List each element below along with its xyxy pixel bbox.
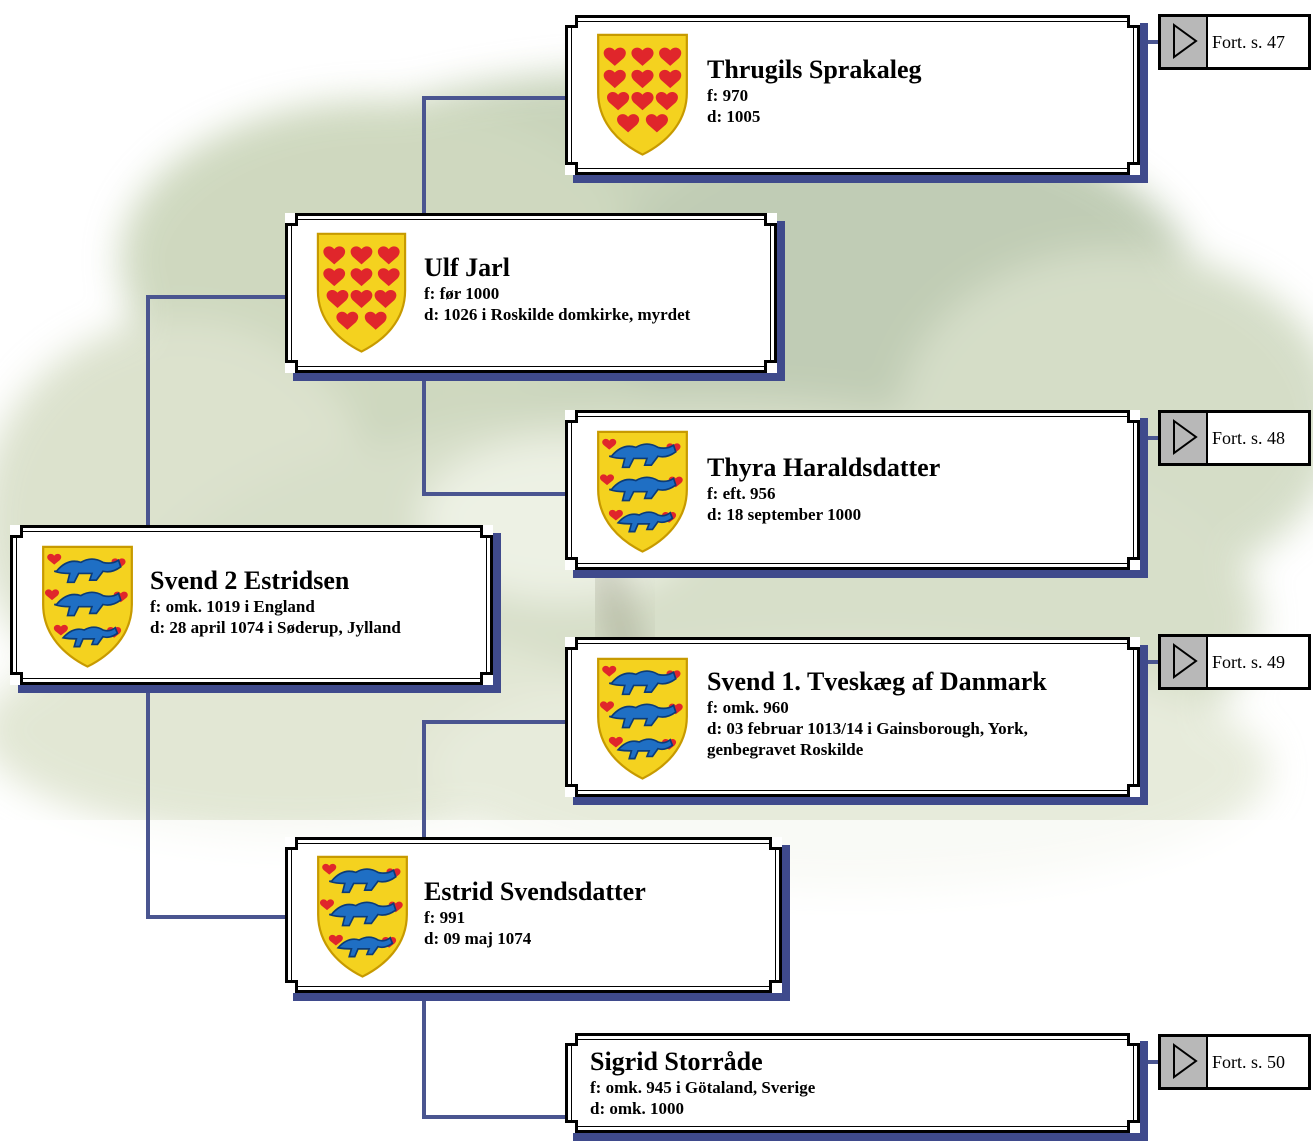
death-info: d: 03 februar 1013/14 i Gainsborough, Yo… <box>707 719 1028 738</box>
person-card-ulf-jarl: Ulf Jarl f: før 1000 d: 1026 i Roskilde … <box>285 213 785 381</box>
coat-of-arms-hearts-icon <box>307 224 416 357</box>
person-name: Ulf Jarl <box>424 253 510 282</box>
coat-of-arms-lions-icon <box>587 423 698 556</box>
card-frame <box>565 1033 1140 1133</box>
birth-info: f: 970 <box>707 86 749 105</box>
birth-info: f: eft. 956 <box>707 484 776 503</box>
continue-label: Fort. s. 49 <box>1212 652 1286 672</box>
continue-page-47-button[interactable]: Fort. s. 47 <box>1158 14 1311 70</box>
person-name: Svend 2 Estridsen <box>150 566 350 595</box>
death-info: d: 1005 <box>707 107 761 126</box>
death-info: d: 18 september 1000 <box>707 505 862 524</box>
person-name: Sigrid Storråde <box>590 1047 763 1076</box>
play-triangle-icon <box>1173 419 1198 455</box>
person-name: Svend 1. Tveskæg af Danmark <box>707 667 1047 696</box>
coat-of-arms-lions-icon <box>587 650 698 783</box>
continue-page-49-button[interactable]: Fort. s. 49 <box>1158 634 1311 690</box>
birth-info: f: omk. 945 i Götaland, Sverige <box>590 1078 816 1097</box>
person-card-thyra: Thyra Haraldsdatter f: eft. 956 d: 18 se… <box>565 410 1148 578</box>
person-name: Thrugils Sprakaleg <box>707 55 922 84</box>
birth-info: f: omk. 960 <box>707 698 789 717</box>
death-info: d: 28 april 1074 i Søderup, Jylland <box>150 618 401 637</box>
continue-label: Fort. s. 50 <box>1212 1052 1286 1072</box>
play-triangle-icon <box>1173 23 1198 59</box>
continue-label: Fort. s. 47 <box>1212 32 1286 52</box>
burial-info: genbegravet Roskilde <box>707 740 864 759</box>
play-triangle-icon <box>1173 643 1198 679</box>
person-card-svend-2: Svend 2 Estridsen f: omk. 1019 i England… <box>10 525 501 693</box>
person-card-sigrid: Sigrid Storråde f: omk. 945 i Götaland, … <box>565 1033 1148 1141</box>
person-card-svend-1: Svend 1. Tveskæg af Danmark f: omk. 960 … <box>565 637 1148 805</box>
person-name: Estrid Svendsdatter <box>424 877 646 906</box>
person-card-thrugils: Thrugils Sprakaleg f: 970 d: 1005 <box>565 15 1148 183</box>
continue-label: Fort. s. 48 <box>1212 428 1286 448</box>
continue-page-48-button[interactable]: Fort. s. 48 <box>1158 410 1311 466</box>
play-triangle-icon <box>1173 1043 1198 1079</box>
birth-info: f: før 1000 <box>424 284 500 303</box>
birth-info: f: 991 <box>424 908 466 927</box>
coat-of-arms-hearts-icon <box>587 26 698 159</box>
birth-info: f: omk. 1019 i England <box>150 597 315 616</box>
death-info: d: 1026 i Roskilde domkirke, myrdet <box>424 305 691 324</box>
person-card-estrid: Estrid Svendsdatter f: 991 d: 09 maj 107… <box>285 837 790 1001</box>
person-name: Thyra Haraldsdatter <box>707 453 941 482</box>
continue-page-50-button[interactable]: Fort. s. 50 <box>1158 1034 1311 1090</box>
coat-of-arms-lions-icon <box>307 848 418 981</box>
death-info: d: 09 maj 1074 <box>424 929 532 948</box>
death-info: d: omk. 1000 <box>590 1099 684 1118</box>
coat-of-arms-lions-icon <box>32 538 143 671</box>
